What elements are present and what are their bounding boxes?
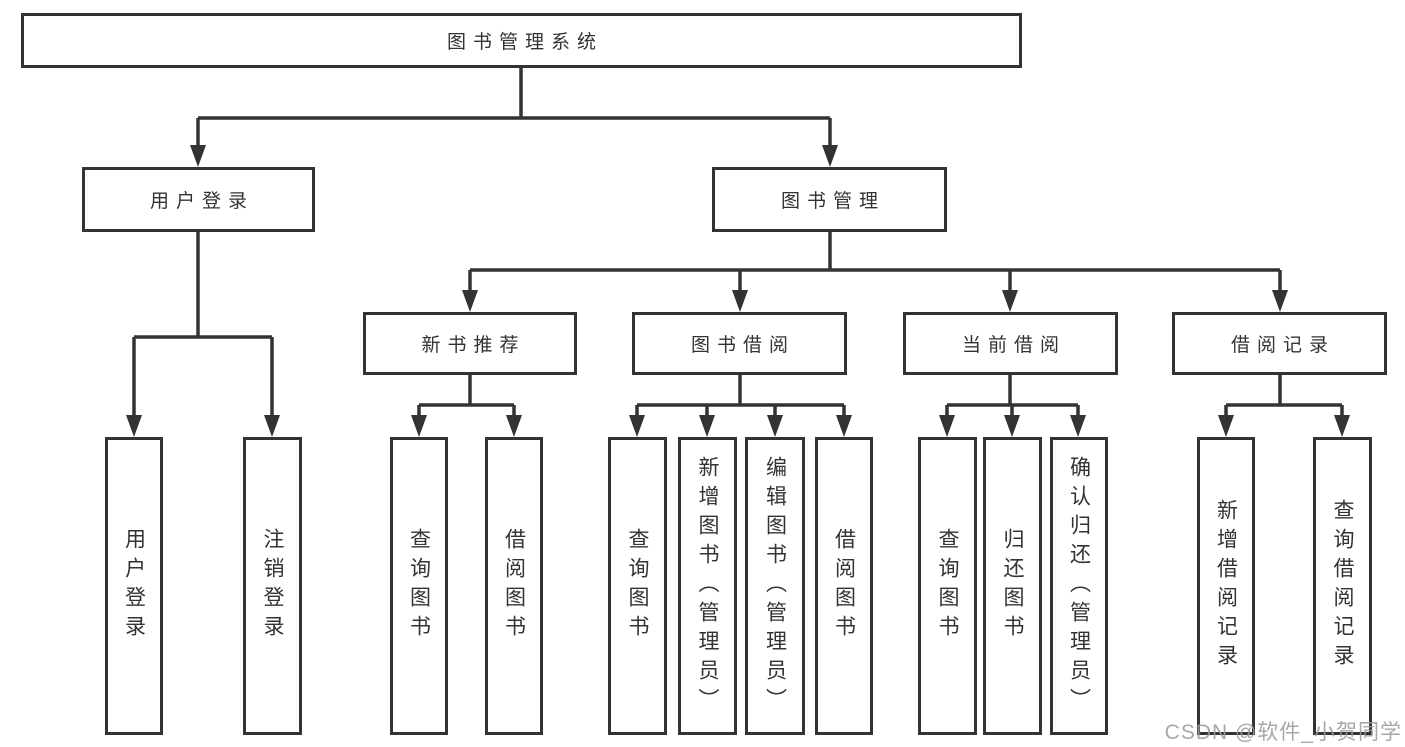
node-user-login: 用户登录 xyxy=(82,167,315,232)
leaf-newbooks-borrow: 借阅图书 xyxy=(485,437,543,735)
connector-root-to-level2 xyxy=(196,68,832,147)
connector-borrowing-children xyxy=(635,375,846,417)
arrowheads xyxy=(126,145,1350,437)
leaf-borrowing-query-label: 查询图书 xyxy=(626,528,649,644)
node-borrow-records-label: 借阅记录 xyxy=(1230,335,1335,356)
node-current-borrowing-label: 当前借阅 xyxy=(961,335,1066,356)
leaf-records-query-label: 查询借阅记录 xyxy=(1331,499,1354,673)
node-borrow-records: 借阅记录 xyxy=(1172,312,1387,375)
leaf-records-add: 新增借阅记录 xyxy=(1197,437,1255,735)
leaf-borrowing-add-label: 新增图书（管理员） xyxy=(696,455,719,717)
leaf-borrowing-query: 查询图书 xyxy=(608,437,667,735)
node-new-books: 新书推荐 xyxy=(363,312,577,375)
leaf-borrowing-add: 新增图书（管理员） xyxy=(678,437,737,735)
connector-user-login-children xyxy=(132,232,274,417)
connector-current-children xyxy=(945,375,1080,417)
leaf-newbooks-borrow-label: 借阅图书 xyxy=(502,528,526,644)
leaf-logout-label: 注销登录 xyxy=(261,528,284,644)
node-book-management: 图书管理 xyxy=(712,167,947,232)
connector-new-books-children xyxy=(417,375,516,417)
node-borrowing-label: 图书借阅 xyxy=(690,335,795,356)
node-root-label: 图书管理系统 xyxy=(446,32,603,53)
leaf-borrowing-edit: 编辑图书（管理员） xyxy=(745,437,805,735)
leaf-records-add-label: 新增借阅记录 xyxy=(1214,499,1238,673)
connector-records-children xyxy=(1224,375,1344,417)
leaf-borrowing-borrow-label: 借阅图书 xyxy=(832,528,856,644)
node-book-management-label: 图书管理 xyxy=(780,191,885,212)
leaf-records-query: 查询借阅记录 xyxy=(1313,437,1372,735)
leaf-user-login-label: 用户登录 xyxy=(122,528,146,644)
node-borrowing: 图书借阅 xyxy=(632,312,847,375)
leaf-borrowing-borrow: 借阅图书 xyxy=(815,437,873,735)
csdn-watermark: CSDN @软件_小贺同学 xyxy=(1164,721,1402,744)
leaf-user-login: 用户登录 xyxy=(105,437,163,735)
leaf-current-query-label: 查询图书 xyxy=(936,528,959,644)
node-root: 图书管理系统 xyxy=(21,13,1022,68)
leaf-current-return-label: 归还图书 xyxy=(1001,528,1024,644)
node-current-borrowing: 当前借阅 xyxy=(903,312,1118,375)
leaf-current-return: 归还图书 xyxy=(983,437,1042,735)
leaf-current-confirm: 确认归还（管理员） xyxy=(1050,437,1108,735)
leaf-logout: 注销登录 xyxy=(243,437,302,735)
leaf-current-confirm-label: 确认归还（管理员） xyxy=(1067,455,1091,717)
leaf-newbooks-query: 查询图书 xyxy=(390,437,448,735)
leaf-borrowing-edit-label: 编辑图书（管理员） xyxy=(763,455,787,717)
leaf-newbooks-query-label: 查询图书 xyxy=(407,528,431,644)
node-new-books-label: 新书推荐 xyxy=(421,335,526,356)
connector-book-management-children xyxy=(468,232,1282,292)
connector-group xyxy=(132,68,1344,417)
node-user-login-label: 用户登录 xyxy=(149,191,254,212)
leaf-current-query: 查询图书 xyxy=(918,437,977,735)
